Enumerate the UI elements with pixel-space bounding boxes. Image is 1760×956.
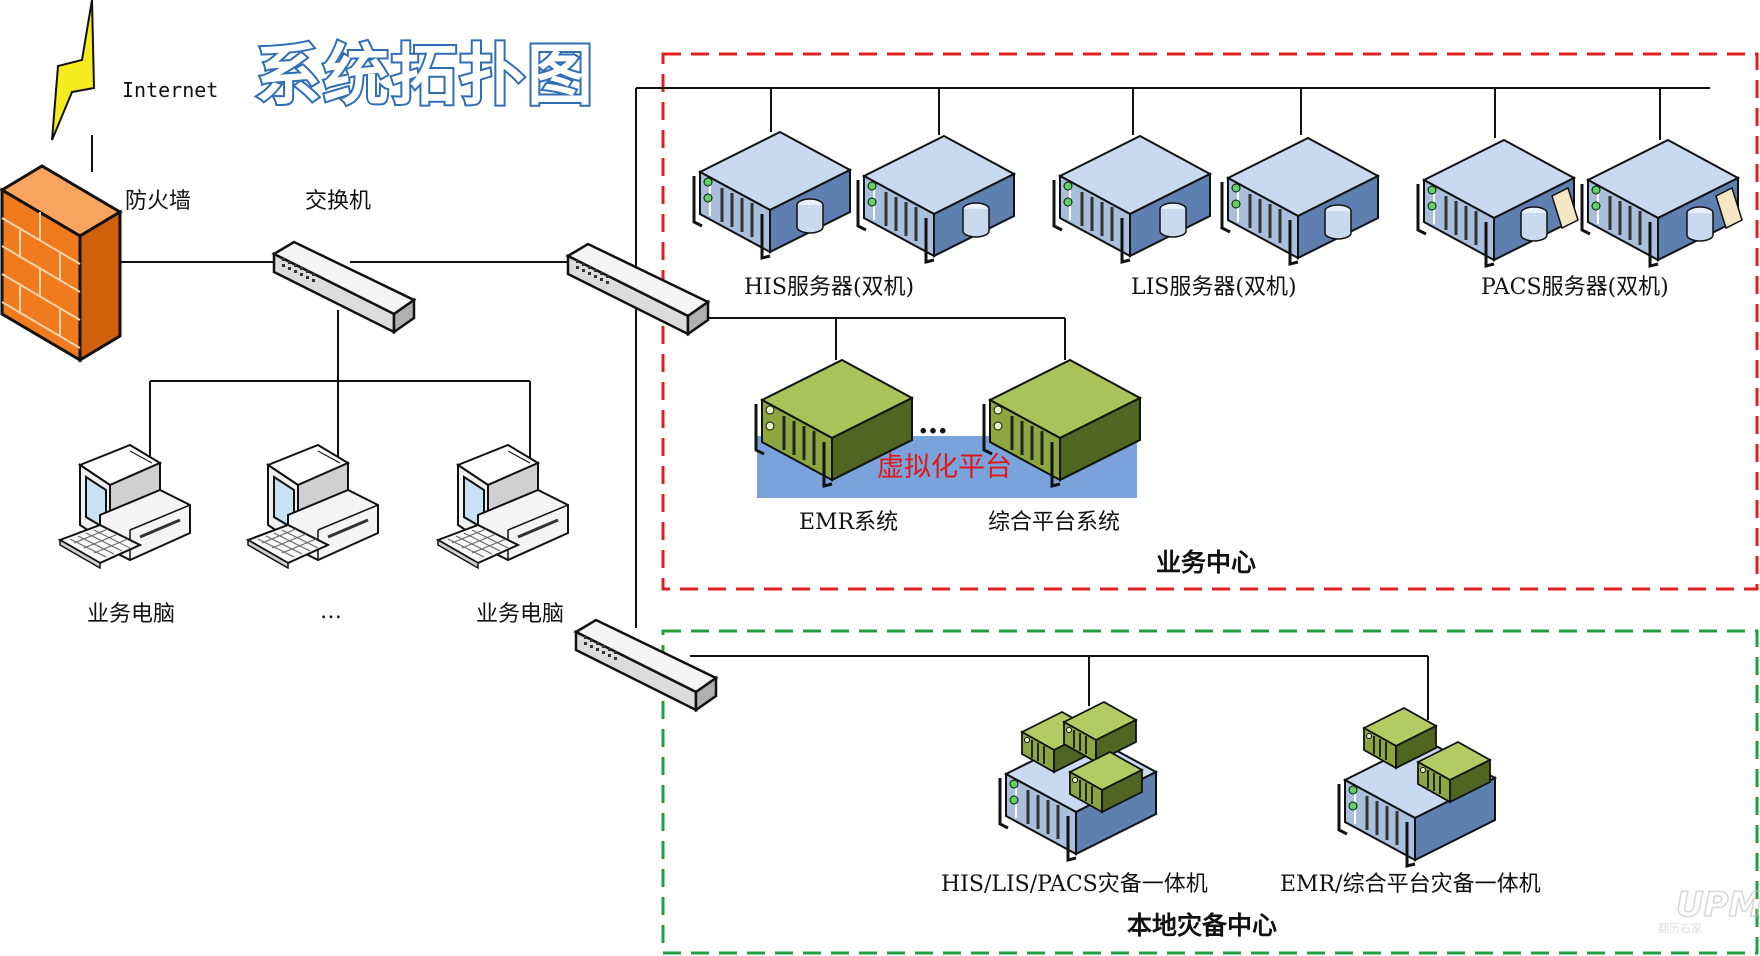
- client-computer-icon: [58, 443, 192, 570]
- svg-text:翻历石家: 翻历石家: [1658, 921, 1702, 935]
- disk-icon: [1686, 206, 1714, 242]
- business-switch-icon: [566, 242, 710, 336]
- his-server-icon: [856, 134, 1016, 264]
- client-computer-icon: [246, 443, 380, 570]
- his-server-label: HIS服务器(双机): [744, 275, 914, 300]
- film-icon: [1715, 186, 1743, 230]
- backup-center-zone: [661, 629, 1759, 955]
- emr-integration-backup-appliance: [1337, 707, 1497, 868]
- disk-icon: [1324, 204, 1352, 240]
- pacs-server-icon: [1580, 138, 1740, 268]
- lis-server-icon: [1220, 136, 1380, 266]
- disk-icon: [962, 202, 990, 238]
- switch-label: 交换机: [305, 189, 371, 214]
- client-label-left: 业务电脑: [87, 602, 175, 627]
- diagram-title: 系统拓扑图: [255, 37, 595, 114]
- brick-wall-icon: [0, 164, 123, 363]
- client-label-right: 业务电脑: [476, 602, 564, 627]
- core-switch-icon: [272, 240, 416, 334]
- client-label-middle: …: [320, 599, 342, 624]
- emr-system-label: EMR系统: [799, 510, 898, 535]
- internet-label: Internet: [122, 78, 218, 102]
- his-lis-pacs-backup-appliance: [998, 701, 1158, 862]
- pacs-server-icon: [1416, 138, 1576, 268]
- svg-text:UPM: UPM: [1676, 885, 1760, 925]
- watermark-logo: UPM 翻历石家: [1658, 884, 1760, 935]
- lis-server-icon: [1052, 134, 1212, 264]
- business-center-zone: [661, 52, 1759, 591]
- client-computer-icon: [436, 443, 570, 570]
- his-lis-pacs-backup-label: HIS/LIS/PACS灾备一体机: [941, 872, 1208, 897]
- network-wires: [91, 87, 1710, 720]
- business-center-title: 业务中心: [1156, 548, 1256, 577]
- firewall-label: 防火墙: [125, 189, 191, 214]
- disk-icon: [1159, 202, 1187, 238]
- pacs-server-label: PACS服务器(双机): [1481, 275, 1669, 300]
- disk-icon: [796, 198, 824, 234]
- lightning-bolt-icon: [51, 0, 96, 141]
- film-icon: [1551, 186, 1579, 230]
- backup-center-title: 本地灾备中心: [1127, 911, 1277, 940]
- integration-system-label: 综合平台系统: [988, 510, 1120, 535]
- virtualization-ellipsis: …: [918, 406, 948, 441]
- emr-backup-label: EMR/综合平台灾备一体机: [1280, 872, 1541, 897]
- his-server-icon: [692, 130, 852, 260]
- backup-switch-icon: [574, 618, 718, 712]
- disk-icon: [1520, 206, 1548, 242]
- lis-server-label: LIS服务器(双机): [1131, 275, 1297, 300]
- virtualization-label: 虚拟化平台: [877, 452, 1012, 483]
